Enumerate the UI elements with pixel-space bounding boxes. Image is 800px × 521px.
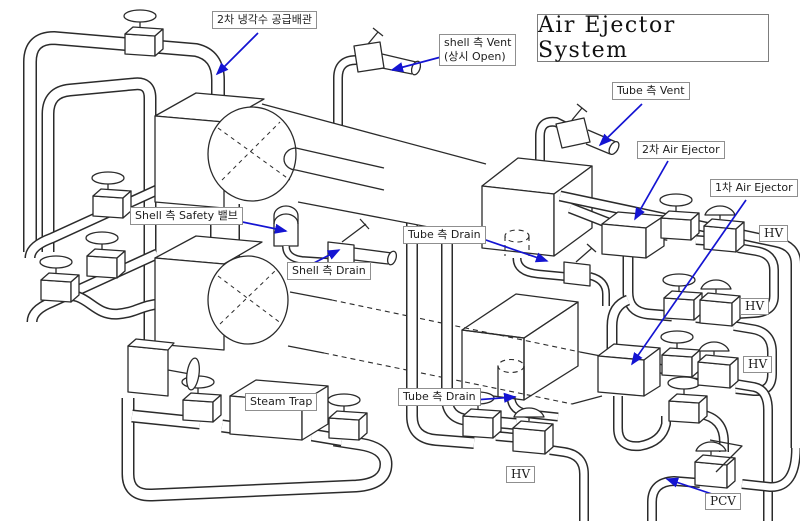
- label-ejector2: 2차 Air Ejector: [637, 141, 725, 159]
- label-supply-pipe: 2차 냉각수 공급배관: [212, 11, 317, 29]
- label-hv-4: HV: [506, 466, 536, 483]
- arrow-supply: [215, 32, 259, 76]
- tube-drain-valve: [563, 261, 591, 287]
- row1-globe-valve: [659, 193, 700, 241]
- left-valve-1: [91, 171, 132, 219]
- arrow-tube-drain-lower: [473, 392, 517, 403]
- ejector2-front: [601, 223, 647, 259]
- hv-valve-2: [699, 279, 741, 327]
- shell-safety-valve: [273, 205, 299, 247]
- pcv-arm: [709, 439, 743, 473]
- label-tube-drain-lower: Tube 측 Drain: [398, 388, 481, 406]
- arrow-tube-drain-upper: [479, 237, 549, 263]
- hv-valve-3: [697, 341, 739, 389]
- label-hv-1: HV: [759, 225, 789, 242]
- row2-globe-valve: [662, 273, 703, 321]
- left-valve-2: [85, 231, 126, 279]
- arrow-pcv: [665, 477, 713, 495]
- condenser2-front: [154, 257, 225, 351]
- supply-valve: [123, 9, 164, 57]
- label-tube-vent: Tube 측 Vent: [612, 82, 690, 100]
- center-cube: [461, 293, 579, 339]
- arrow-shell-vent: [390, 56, 442, 73]
- label-tube-drain-upper: Tube 측 Drain: [403, 226, 486, 244]
- condenser1-endcap: [207, 106, 297, 202]
- ejector2-right: [645, 215, 665, 259]
- ejector1-right: [643, 347, 661, 397]
- label-shell-vent-line1: shell 측 Vent: [444, 36, 512, 49]
- row3-globe-valve: [660, 330, 701, 378]
- arrow-shell-drain: [311, 249, 341, 265]
- label-shell-vent-line2: (상시 Open): [444, 49, 506, 63]
- ejector1-front: [597, 355, 645, 397]
- label-ejector1: 1차 Air Ejector: [710, 179, 798, 197]
- condenser2-endcap: [207, 255, 289, 345]
- steam-outlet-valve: [327, 393, 368, 441]
- arrow-ejector1: [631, 199, 747, 366]
- label-shell-drain: Shell 측 Drain: [287, 262, 371, 280]
- label-shell-vent: shell 측 Vent (상시 Open): [439, 34, 517, 66]
- label-shell-safety: Shell 측 Safety 밸브: [130, 207, 243, 225]
- tube-vent-valve: [555, 117, 591, 149]
- arrow-ejector2: [634, 160, 669, 221]
- callout-arrows: [215, 32, 747, 495]
- shell-vent-valve: [353, 41, 385, 73]
- aftercondenser-front: [481, 185, 555, 257]
- left-valve-3: [39, 255, 80, 303]
- label-pcv: PCV: [705, 493, 741, 510]
- right-piping: [481, 116, 800, 521]
- label-steam-trap: Steam Trap: [245, 393, 318, 411]
- diagram-title: Air Ejector System: [537, 13, 769, 63]
- label-hv-3: HV: [743, 356, 773, 373]
- arrow-tube-vent: [598, 103, 643, 147]
- label-hv-2: HV: [740, 298, 770, 315]
